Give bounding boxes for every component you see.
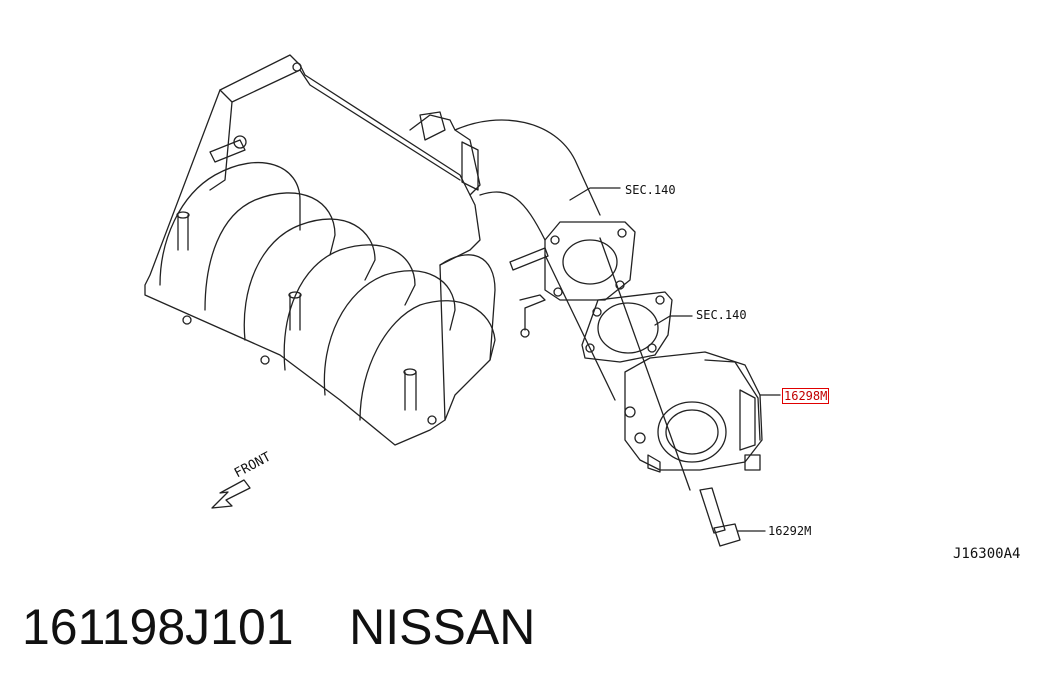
drawing-code: J16300A4: [953, 546, 1021, 562]
intake-manifold: [144, 54, 601, 446]
front-arrow-icon: [211, 479, 251, 509]
callout-throttle-body: 16298M: [782, 388, 830, 404]
callout-bolt: 16292M: [768, 524, 812, 538]
brand: NISSAN: [349, 599, 536, 655]
callout-sec-140-lower: SEC.140: [696, 308, 747, 322]
throttle-body: [624, 351, 763, 473]
bolt: [699, 487, 741, 547]
callout-sec-140-upper: SEC.140: [625, 183, 676, 197]
part-number: 161198J101: [22, 599, 294, 655]
leader-lines: [544, 187, 781, 532]
caption: 161198J101 NISSAN: [22, 598, 535, 656]
upper-flange: [509, 221, 636, 338]
gasket: [581, 291, 673, 363]
